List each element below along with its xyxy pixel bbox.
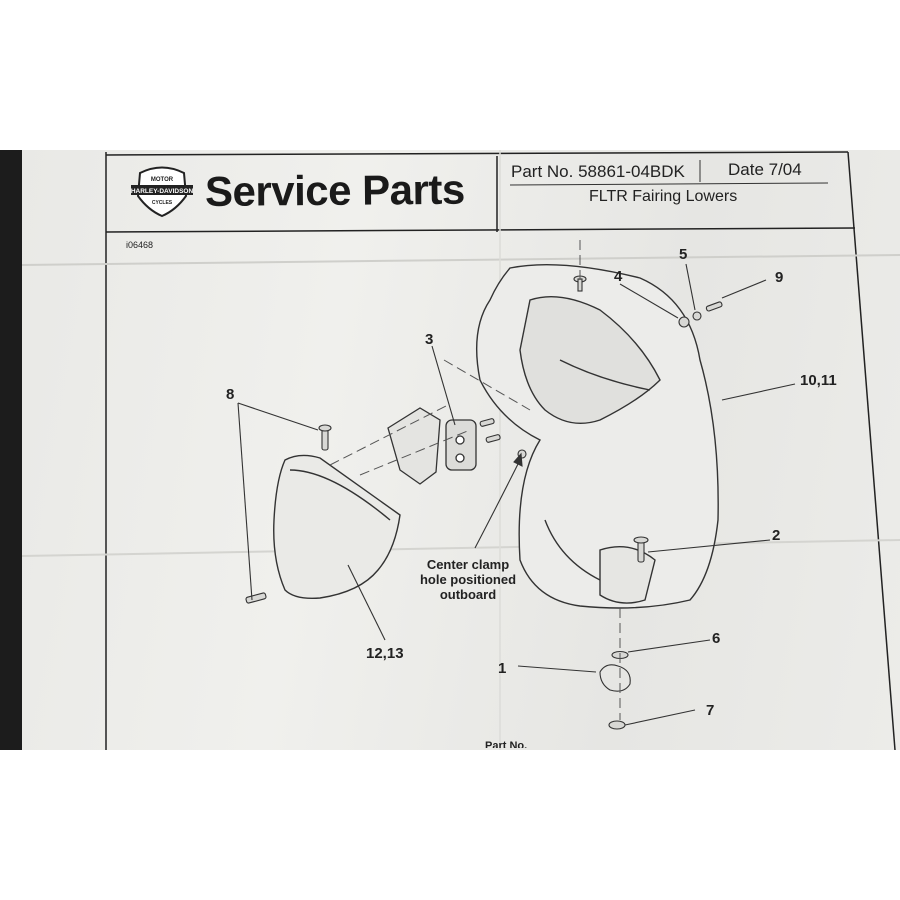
fairing-lower-body	[476, 263, 719, 609]
svg-text:HARLEY-DAVIDSON: HARLEY-DAVIDSON	[131, 188, 194, 195]
mount-bracket	[387, 407, 477, 485]
note-line: outboard	[439, 587, 497, 602]
cut-off-label: Part No.	[485, 740, 528, 748]
page-title: Service Parts	[204, 165, 465, 215]
svg-text:MOTOR: MOTOR	[151, 177, 174, 183]
callout-1: 1	[498, 660, 507, 677]
harley-davidson-logo: HARLEY-DAVIDSON MOTOR CYCLES	[131, 166, 194, 218]
document-date: Date 7/04	[728, 160, 802, 179]
fold-crease	[21, 539, 900, 557]
callout-3: 3	[425, 331, 434, 348]
fasteners	[245, 275, 723, 730]
leader-lines	[237, 263, 796, 726]
callout-10-11: 10,11	[800, 372, 837, 389]
side-cover	[273, 454, 401, 600]
note-line: hole positioned	[419, 572, 517, 587]
sheet-border	[105, 151, 896, 751]
assembly-guide-lines	[329, 240, 621, 720]
document-subtitle: FLTR Fairing Lowers	[589, 188, 738, 205]
callout-6: 6	[712, 630, 721, 647]
callout-2: 2	[772, 527, 781, 544]
note-line: Center clamp	[426, 557, 510, 572]
svg-text:CYCLES: CYCLES	[152, 200, 173, 206]
callout-12-13: 12,13	[366, 645, 404, 662]
part-number: Part No. 58861-04BDK	[511, 162, 685, 181]
callout-7: 7	[706, 702, 715, 719]
callout-8: 8	[226, 386, 235, 403]
center-clamp-note: Center clamp hole positioned outboard	[414, 557, 522, 602]
header-underline	[509, 182, 829, 186]
callout-5: 5	[679, 246, 688, 263]
fold-crease	[21, 254, 900, 266]
callout-4: 4	[614, 268, 623, 285]
reference-code: i06468	[126, 240, 154, 250]
callout-9: 9	[775, 269, 784, 286]
